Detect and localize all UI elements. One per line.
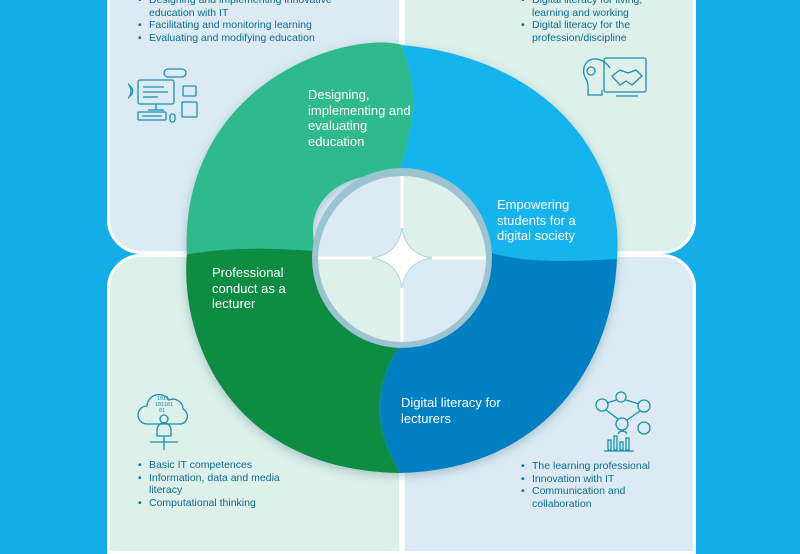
list-item: Information, data and media literacy	[138, 472, 288, 497]
list-bottom-right: The learning professional Innovation wit…	[521, 460, 681, 510]
label-design: Designing, implementing and evaluating e…	[308, 87, 411, 149]
list-item: Facilitating and monitoring learning	[138, 19, 358, 32]
segment-conduct	[186, 248, 402, 473]
ring-inner-br	[402, 258, 486, 342]
ring-inner-bl	[318, 258, 402, 342]
cloud-binary-person-icon: 1011 101101 01	[137, 393, 189, 450]
list-item: Communication and collaboration	[521, 485, 681, 510]
ring-inner-tl	[318, 176, 402, 258]
list-item: Evaluating and modifying education	[138, 32, 358, 45]
segment-literacy	[379, 252, 617, 473]
list-item: Digital literacy for living, learning an…	[521, 0, 671, 19]
list-item: Digital literacy for the profession/disc…	[521, 19, 671, 44]
list-item: Innovation with IT	[521, 473, 681, 486]
label-conduct: Professional conduct as a lecturer	[212, 265, 286, 311]
list-item: Computational thinking	[138, 497, 288, 510]
list-bottom-left: Basic IT competences Information, data a…	[138, 459, 288, 509]
label-empower: Empowering students for a digital societ…	[497, 197, 576, 243]
list-top-left: Designing and implementing innovative ed…	[138, 0, 358, 44]
ring-inner-tr	[402, 175, 486, 258]
list-item: Designing and implementing innovative ed…	[138, 0, 358, 19]
svg-text:01: 01	[159, 408, 165, 414]
list-item: The learning professional	[521, 460, 681, 473]
svg-text:101101: 101101	[155, 402, 173, 408]
list-top-right: Digital literacy for living, learning an…	[521, 0, 671, 44]
competence-ring	[186, 42, 618, 473]
network-people-chart-icon	[595, 391, 651, 452]
list-item: Basic IT competences	[138, 459, 288, 472]
svg-text:1011: 1011	[157, 396, 169, 402]
head-handshake-icon	[583, 57, 647, 97]
label-literacy: Digital literacy for lecturers	[401, 395, 501, 426]
computer-devices-icon	[128, 68, 198, 123]
segment-design	[186, 42, 414, 255]
segment-empower	[398, 45, 618, 261]
